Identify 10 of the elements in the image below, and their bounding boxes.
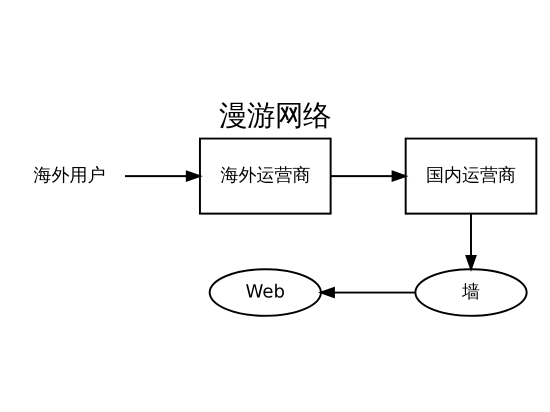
arrow	[124, 170, 203, 182]
diagram-title: 漫游网络	[219, 98, 331, 132]
node-box: 国内运营商	[404, 137, 538, 214]
arrow	[465, 213, 477, 272]
node-text: 海外用户	[33, 164, 106, 186]
node-ellipse: Web	[208, 268, 322, 316]
node-box: 海外运营商	[199, 137, 332, 214]
node-ellipse: 墙	[414, 268, 528, 316]
arrow	[318, 286, 416, 298]
arrow	[330, 170, 408, 182]
